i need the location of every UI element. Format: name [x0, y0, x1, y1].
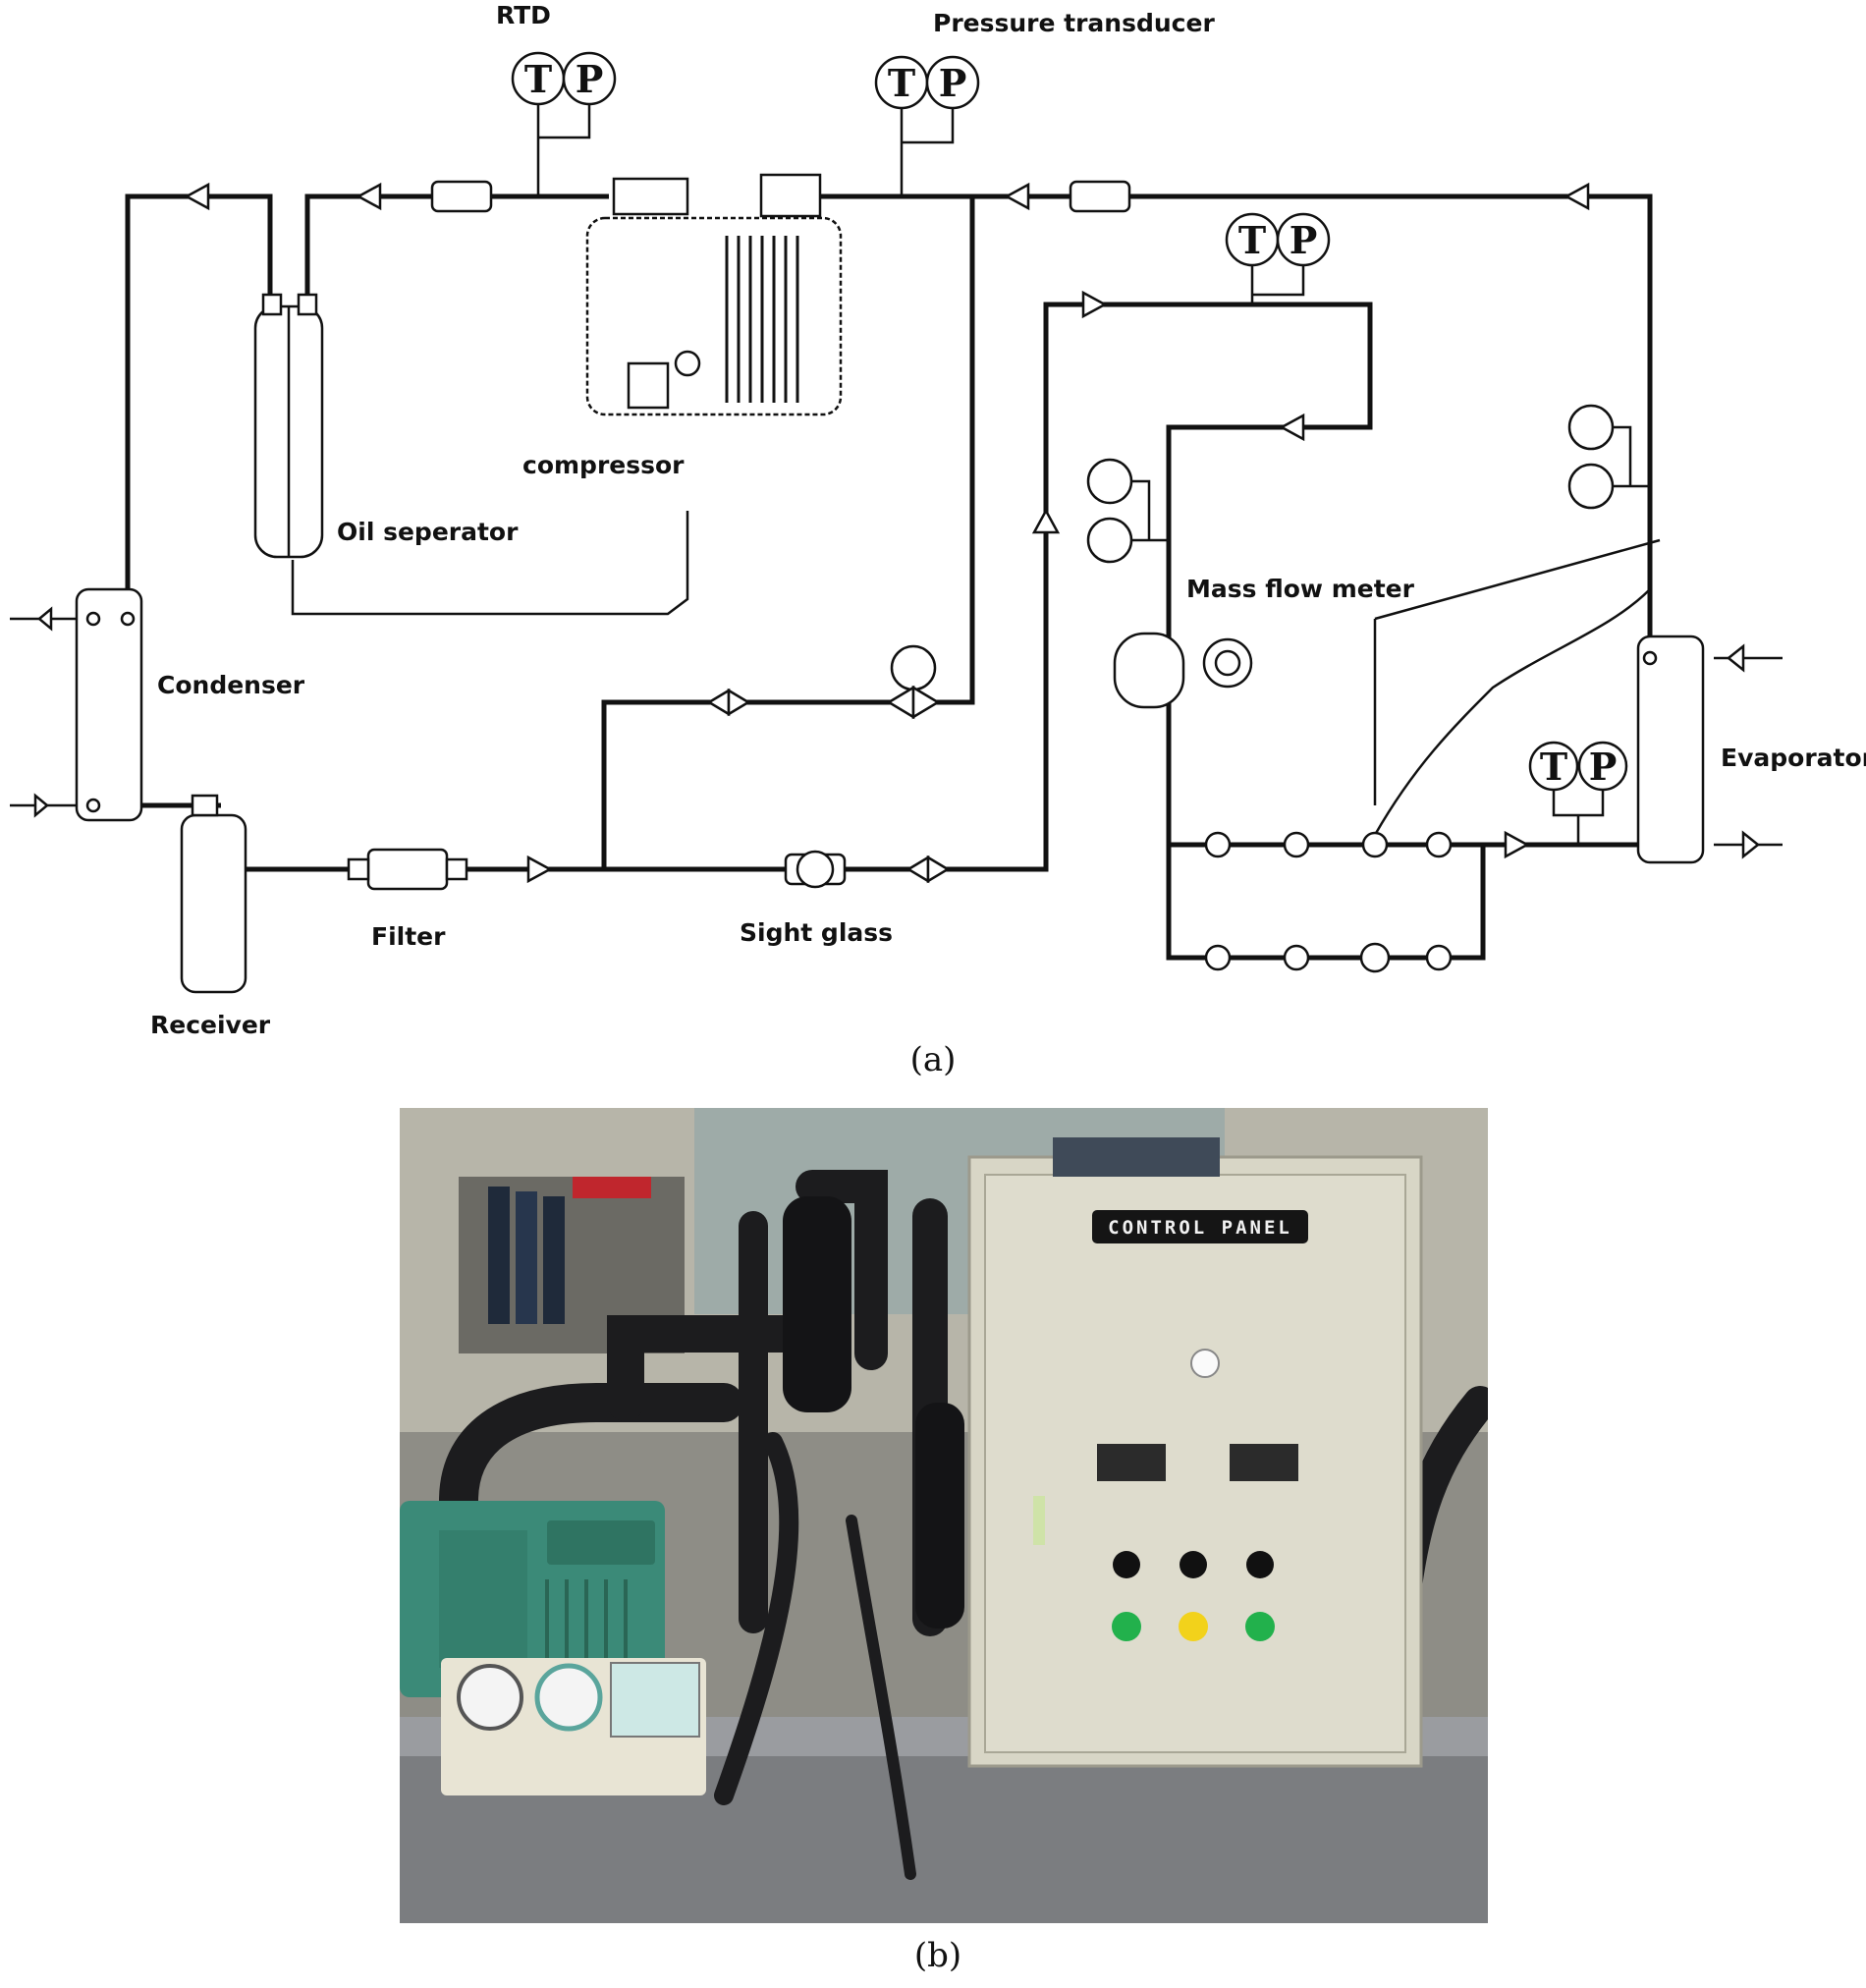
compressor: [585, 173, 843, 416]
indicator-lamp-green-2: [1245, 1612, 1275, 1641]
sight-glass: [784, 850, 847, 889]
evaporator-label: Evaporator: [1721, 744, 1866, 772]
vertical-sensor-pair-right: [1567, 404, 1650, 510]
flow-arrows: [33, 182, 1761, 884]
oil-separator: [253, 293, 324, 559]
temperature-controller-right: [1230, 1444, 1298, 1481]
cabinet-handle: [1033, 1496, 1045, 1545]
selector-switch-3: [1246, 1551, 1274, 1578]
flow-line-sensor-pair: T P: [1225, 212, 1331, 304]
mass-flow-meter: [1113, 632, 1253, 709]
compressor-unit: [400, 1501, 665, 1697]
selector-switch-1: [1113, 1551, 1140, 1578]
pressure-transducer-label: Pressure transducer: [933, 9, 1215, 37]
selector-switch-2: [1180, 1551, 1207, 1578]
caption-b-container: (b): [914, 1936, 961, 1975]
svg-text:T: T: [1238, 218, 1266, 262]
filter-label: Filter: [371, 922, 446, 951]
temperature-controller-left: [1097, 1444, 1166, 1481]
pressure-switch: [610, 1662, 700, 1738]
rtd-sensor-pair: T P: [511, 51, 617, 196]
svg-text:P: P: [576, 57, 604, 101]
indicator-lamp-yellow: [1179, 1612, 1208, 1641]
sight-glass-label: Sight glass: [740, 918, 893, 947]
oil-separator-cylinder: [783, 1196, 851, 1412]
expansion-valve: [706, 644, 951, 884]
manifold-valves: [1204, 831, 1453, 973]
mass-flow-meter-label: Mass flow meter: [1186, 575, 1415, 603]
control-panel-nameplate: [1092, 1210, 1308, 1243]
svg-text:P: P: [939, 61, 967, 105]
receiver: [180, 794, 247, 994]
receiver-label: Receiver: [150, 1011, 271, 1039]
oil-separator-label: Oil seperator: [337, 518, 519, 546]
svg-text:P: P: [1589, 745, 1618, 789]
caption-b: (b): [914, 1936, 961, 1975]
control-panel-label: CONTROL PANEL: [1108, 1217, 1292, 1239]
control-panel-cabinet: CONTROL PANEL: [967, 1137, 1423, 1768]
svg-text:T: T: [524, 57, 552, 101]
vertical-sensor-pair-left: [1086, 458, 1169, 564]
gauge-panel: [441, 1658, 706, 1795]
test-rig-photo: CONTROL PANEL: [400, 1108, 1488, 1923]
pressure-gauge-right: [534, 1663, 603, 1732]
filter: [347, 848, 468, 891]
condenser: [75, 587, 143, 822]
indicator-lamp-green-1: [1112, 1612, 1141, 1641]
rtd-label: RTD: [496, 1, 551, 29]
evaporator-inlet-sensor-pair: T P: [1528, 741, 1628, 845]
refrigeration-cycle-schematic: T P T P T P T P RTD Pressure transducer …: [10, 1, 1866, 1079]
condenser-label: Condenser: [157, 671, 305, 699]
pressure-transducer-sensor-pair: T P: [874, 55, 980, 196]
pressure-gauge-left: [457, 1664, 523, 1731]
svg-text:P: P: [1290, 218, 1318, 262]
svg-text:T: T: [1540, 745, 1567, 789]
power-button: [1190, 1349, 1220, 1378]
svg-text:T: T: [888, 61, 915, 105]
compressor-label: compressor: [522, 451, 685, 479]
evaporator: [1636, 635, 1705, 864]
receiver-cylinder: [915, 1403, 964, 1629]
data-logger: [1053, 1137, 1220, 1177]
inline-filter-top: [430, 180, 1131, 213]
caption-a: (a): [910, 1040, 957, 1079]
